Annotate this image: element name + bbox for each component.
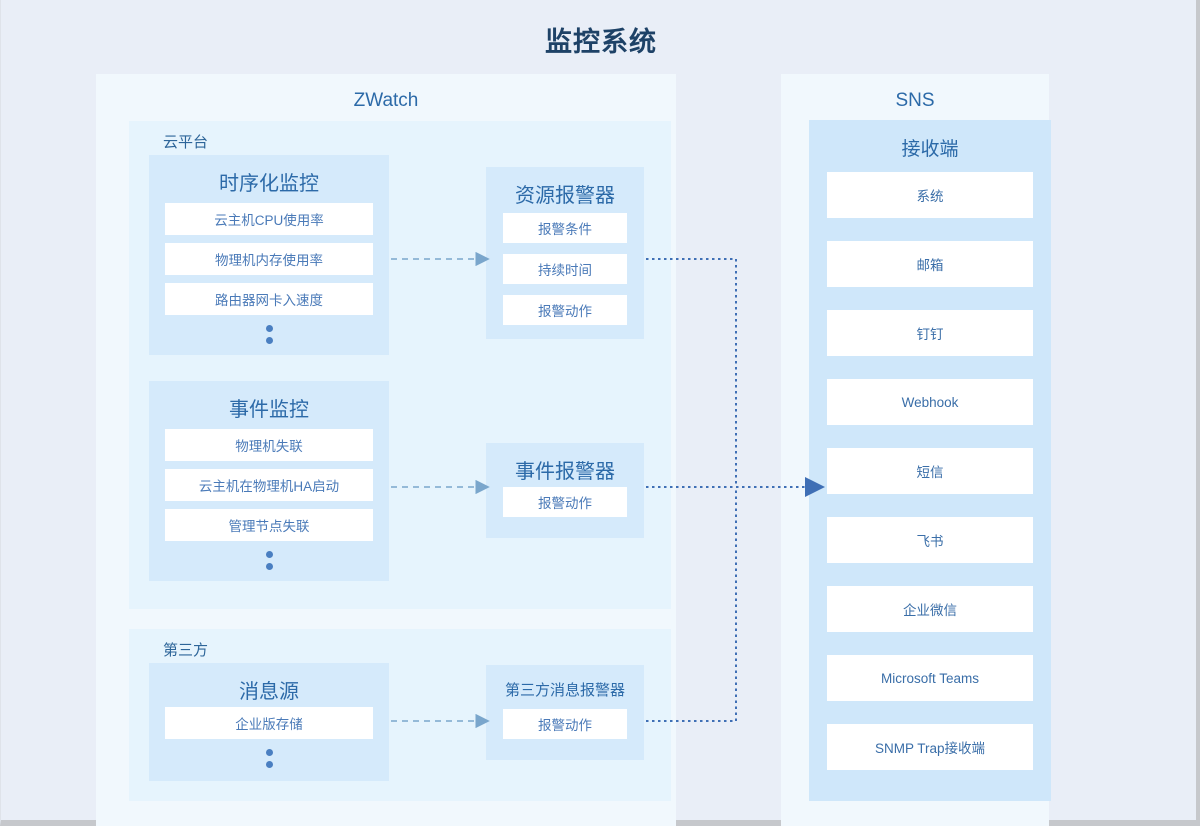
list-item[interactable]: 报警动作 <box>503 709 627 739</box>
group-cloud-platform-label: 云平台 <box>163 134 209 151</box>
list-item[interactable]: 企业微信 <box>827 586 1033 632</box>
card-event-monitor-title: 事件监控 <box>229 399 309 421</box>
card-event-alerter: 事件报警器 报警动作 <box>486 443 644 538</box>
card-timeseries-monitor: 时序化监控 云主机CPU使用率 物理机内存使用率 路由器网卡入速度 <box>149 155 389 355</box>
list-item[interactable]: 路由器网卡入速度 <box>165 283 373 315</box>
ellipsis-icon <box>149 551 389 570</box>
ellipsis-icon <box>149 749 389 768</box>
page-title: 监控系统 <box>545 27 657 57</box>
list-item[interactable]: 云主机在物理机HA启动 <box>165 469 373 501</box>
card-third-party-alerter: 第三方消息报警器 报警动作 <box>486 665 644 760</box>
list-item[interactable]: Webhook <box>827 379 1033 425</box>
list-item[interactable]: 物理机内存使用率 <box>165 243 373 275</box>
card-event-monitor: 事件监控 物理机失联 云主机在物理机HA启动 管理节点失联 <box>149 381 389 581</box>
card-message-source-title: 消息源 <box>239 681 299 703</box>
group-third-party-label: 第三方 <box>163 642 209 659</box>
card-sns-receiver-title: 接收端 <box>901 139 959 160</box>
list-item[interactable]: 短信 <box>827 448 1033 494</box>
list-item[interactable]: 企业版存储 <box>165 707 373 739</box>
list-item[interactable]: Microsoft Teams <box>827 655 1033 701</box>
card-third-party-alerter-title: 第三方消息报警器 <box>504 682 625 699</box>
list-item[interactable]: 钉钉 <box>827 310 1033 356</box>
list-item[interactable]: 系统 <box>827 172 1033 218</box>
card-resource-alerter-title: 资源报警器 <box>515 185 615 207</box>
card-message-source: 消息源 企业版存储 <box>149 663 389 781</box>
ellipsis-icon <box>149 325 389 344</box>
list-item[interactable]: 持续时间 <box>503 254 627 284</box>
card-resource-alerter: 资源报警器 报警条件 持续时间 报警动作 <box>486 167 644 339</box>
list-item[interactable]: 飞书 <box>827 517 1033 563</box>
card-timeseries-monitor-title: 时序化监控 <box>219 173 319 195</box>
sns-panel-title: SNS <box>895 90 935 111</box>
zwatch-panel-title: ZWatch <box>353 90 419 111</box>
list-item[interactable]: 邮箱 <box>827 241 1033 287</box>
list-item[interactable]: 物理机失联 <box>165 429 373 461</box>
list-item[interactable]: 管理节点失联 <box>165 509 373 541</box>
card-event-alerter-title: 事件报警器 <box>515 461 615 483</box>
card-sns-receiver: 接收端 系统 邮箱 钉钉 Webhook 短信 飞书 企业微信 Microsof… <box>809 120 1051 801</box>
list-item[interactable]: 报警动作 <box>503 295 627 325</box>
list-item[interactable]: 云主机CPU使用率 <box>165 203 373 235</box>
list-item[interactable]: 报警条件 <box>503 213 627 243</box>
list-item[interactable]: SNMP Trap接收端 <box>827 724 1033 770</box>
list-item[interactable]: 报警动作 <box>503 487 627 517</box>
